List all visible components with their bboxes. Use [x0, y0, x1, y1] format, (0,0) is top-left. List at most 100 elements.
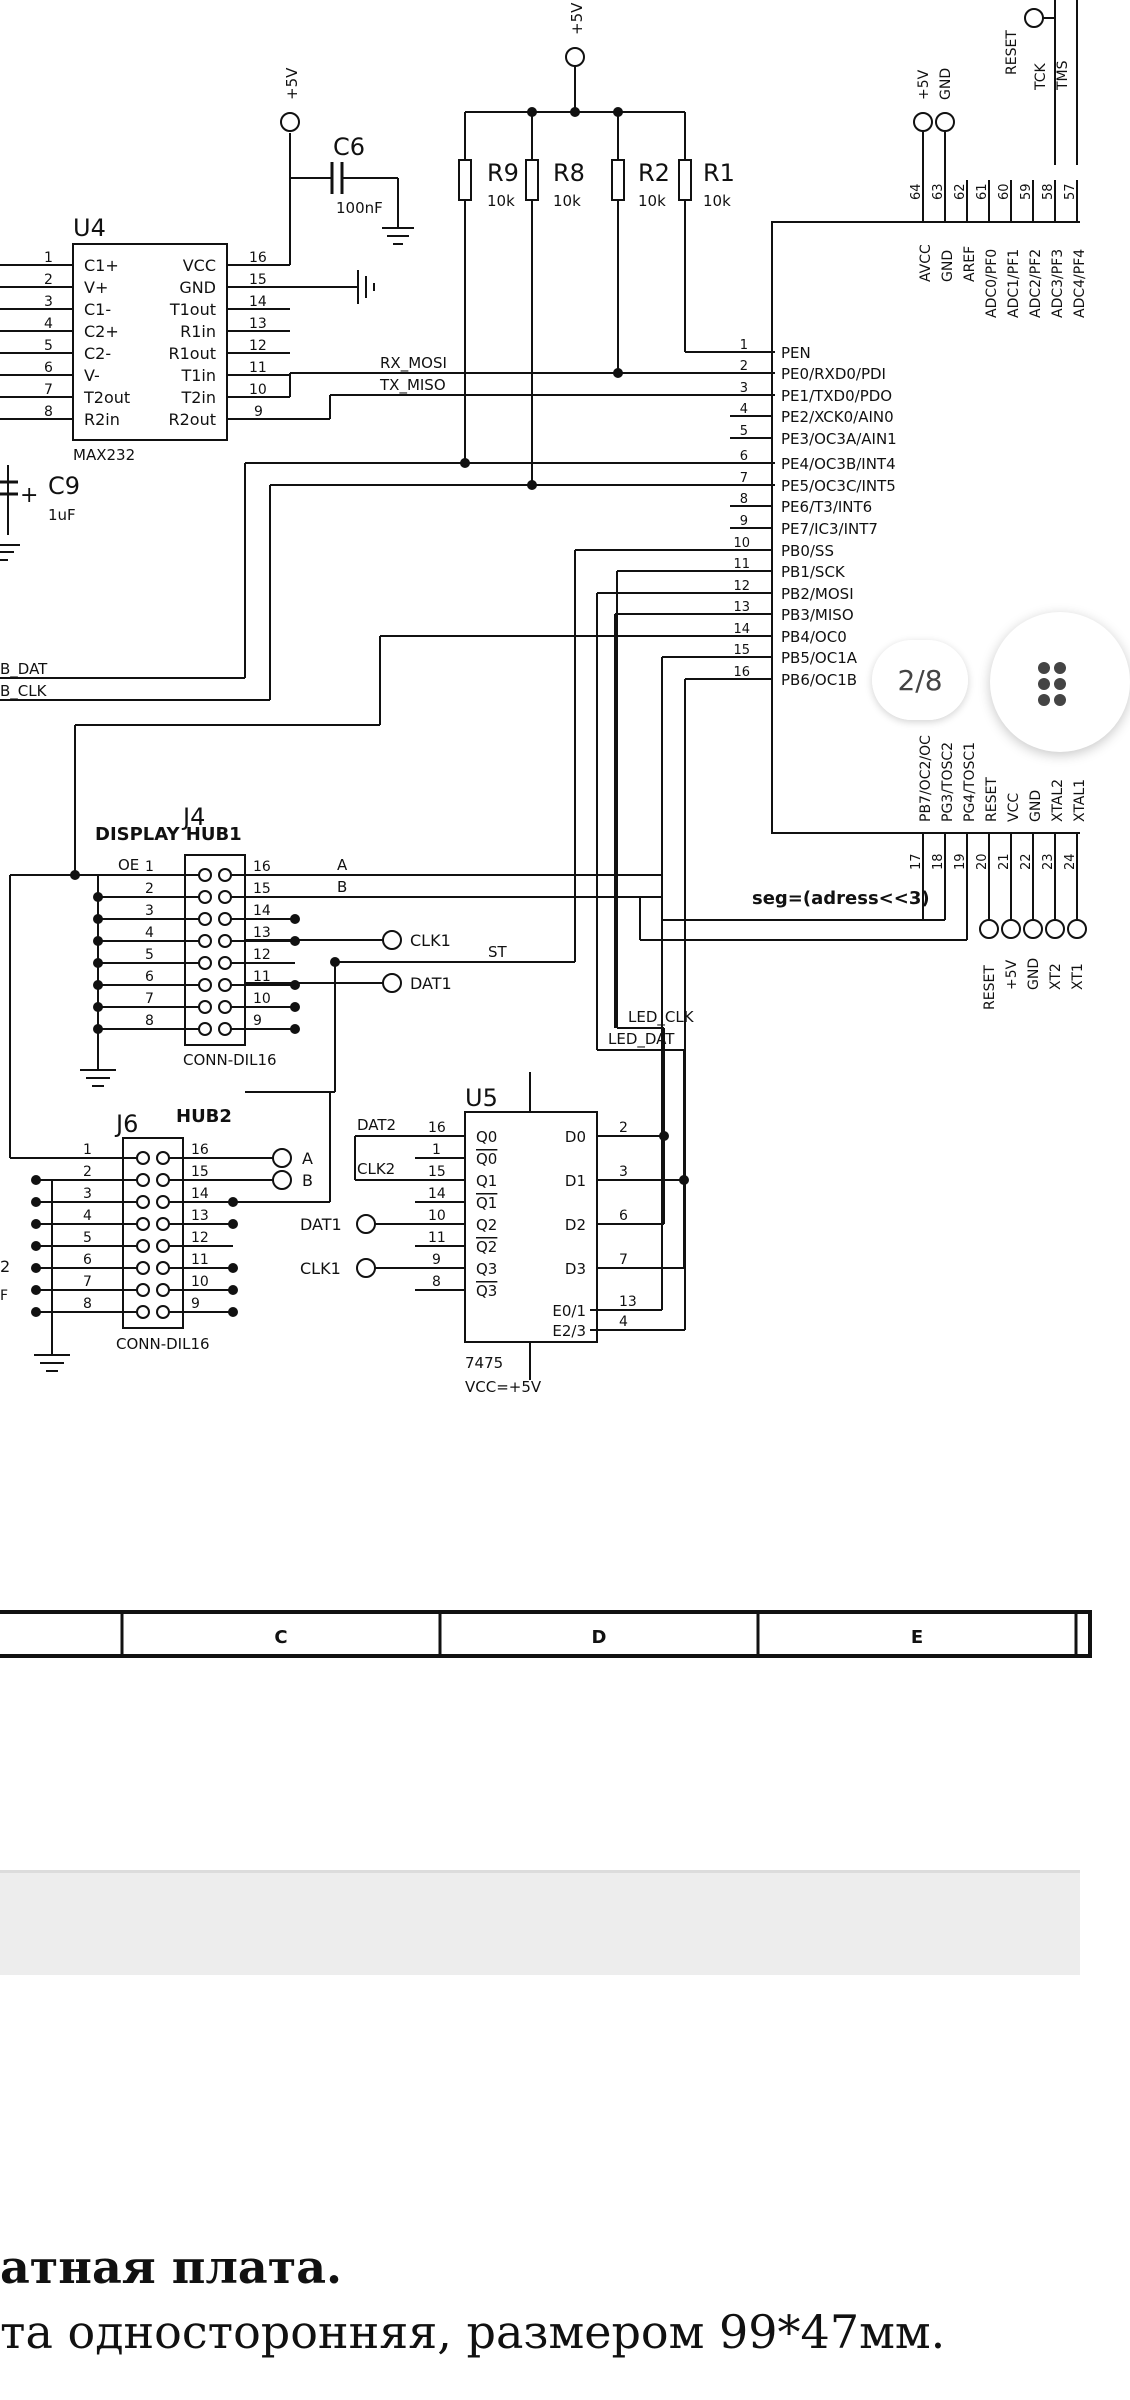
r9-ref: R9: [487, 159, 519, 187]
body-text: та односторонняя, размером 99*47мм.: [0, 2305, 946, 2359]
connector-pin-icon: [198, 1022, 212, 1036]
u4-pin-name: T2in: [180, 388, 216, 407]
u4-pin-name: R2in: [84, 410, 120, 429]
connector-pin-num: 15: [191, 1164, 209, 1180]
connector-pin-icon: [218, 1000, 232, 1014]
connector-pin-num: 9: [191, 1296, 200, 1312]
power-terminal-icon: [280, 112, 300, 132]
header-pin-icon: [935, 112, 955, 132]
mcu-pin-name: XTAL1: [1072, 779, 1088, 822]
mcu-pin-name: XTAL2: [1050, 779, 1066, 822]
u5-7475: U5 7475 VCC=+5V 16 1 15 14 10 11 9 8 Q0 …: [300, 1072, 689, 1396]
grid-dot-icon: [1038, 662, 1050, 674]
mcu-pin-name: GND: [1028, 790, 1044, 822]
connector-pin-num: 11: [253, 969, 271, 985]
mcu-header-label: +5V: [916, 69, 932, 100]
mcu-pin-name: ADC2/PF2: [1028, 249, 1044, 318]
connector-pin-icon: [218, 934, 232, 948]
u5-pin-name: E0/1: [552, 1302, 586, 1320]
mcu-pin-num: 2: [740, 359, 748, 374]
mcu-pin-name: PE4/OC3B/INT4: [781, 455, 896, 473]
mcu-pin-num: 11: [733, 557, 750, 572]
net-kb-clk: B_CLK: [0, 682, 48, 701]
r2-ref: R2: [638, 159, 670, 187]
connector-pin-icon: [136, 1151, 150, 1165]
connector-pin-num: 8: [83, 1296, 92, 1312]
clk1-terminal-icon: [356, 1258, 376, 1278]
connector-pin-icon: [198, 868, 212, 882]
page-separator: [0, 1870, 1080, 1975]
mcu-left-pins: 1 2 3 4 5 6 7 8 9 10 11 12 13 14 15 16 P…: [730, 338, 897, 689]
u4-part: MAX232: [73, 446, 135, 464]
connector-pin-num: 14: [253, 903, 271, 919]
frame-column-label: C: [274, 1627, 287, 1648]
u5-pin-name: D0: [565, 1128, 586, 1146]
net-led-dat: LED_DAT: [608, 1030, 675, 1049]
u4-pin-num: 3: [44, 294, 53, 310]
j4-title: DISPLAY HUB1: [95, 824, 242, 845]
u5-pin-num: 16: [428, 1120, 446, 1136]
j6-ref: J6: [114, 1110, 138, 1138]
apps-menu-button[interactable]: [990, 612, 1130, 752]
u4-pin-num: 10: [249, 382, 267, 398]
net-clk2: CLK2: [357, 1160, 395, 1178]
u4-pin-name: T2out: [83, 388, 130, 407]
mcu-pin-num: 18: [931, 853, 946, 870]
mcu-pin-name: PE2/XCK0/AIN0: [781, 408, 894, 426]
signal-wiring: ST LED_CLK LED_DAT OE A B seg=(adress<<3…: [9, 549, 968, 1331]
connector-pin-icon: [198, 890, 212, 904]
mcu-pin-num: 3: [740, 381, 748, 396]
u4-pin-num: 12: [249, 338, 267, 354]
u4-pin-num: 16: [249, 250, 267, 266]
mcu-pin-name: PG4/TOSC1: [962, 742, 978, 822]
dat1-terminal-icon: [382, 973, 402, 993]
mcu-pin-num: 7: [740, 471, 748, 486]
mcu-pin-num: 4: [740, 402, 748, 417]
u5-pin-name: D3: [565, 1260, 586, 1278]
net-a: A: [337, 856, 348, 874]
j4-clk-label: CLK1: [410, 931, 451, 950]
u4-pin-name: R1out: [169, 344, 217, 363]
u4-left-pins: 1 2 3 4 5 6 7 8 C1+ V+ C1- C2+ C2- V- T2…: [0, 250, 130, 429]
connector-pin-icon: [156, 1283, 170, 1297]
mcu-pin-name: ADC0/PF0: [984, 249, 1000, 318]
mcu-pin-num: 61: [975, 183, 990, 200]
j6-title: HUB2: [176, 1106, 232, 1127]
j6-part: CONN-DIL16: [116, 1335, 210, 1353]
mcu-pin-name: ADC1/PF1: [1006, 249, 1022, 318]
header-pin-icon: [1001, 919, 1021, 939]
mcu-pin-name: PE3/OC3A/AIN1: [781, 430, 897, 448]
connector-pin-icon: [198, 912, 212, 926]
connector-pin-num: 15: [253, 881, 271, 897]
mcu-top-pins: +5V GND RESET TCK TMS 64 63 62 61 60 59 …: [909, 0, 1088, 318]
u5-clk-label: CLK1: [300, 1259, 341, 1278]
mcu-pin-num: 22: [1019, 853, 1034, 870]
u5-part: 7475: [465, 1354, 503, 1372]
connector-pin-num: 3: [145, 903, 154, 919]
header-pin-icon: [979, 919, 999, 939]
connector-pin-num: 11: [191, 1252, 209, 1268]
u4-pin-name: T1out: [169, 300, 216, 319]
u4-pin-name: VCC: [183, 256, 216, 275]
connector-pin-num: 12: [191, 1230, 209, 1246]
mcu-pin-num: 21: [997, 853, 1012, 870]
connector-pin-icon: [136, 1239, 150, 1253]
u4-pin-num: 7: [44, 382, 53, 398]
connector-pin-icon: [156, 1217, 170, 1231]
connector-pin-num: 10: [253, 991, 271, 1007]
mcu-pin-num: 24: [1063, 853, 1078, 870]
mcu-pin-num: 63: [931, 183, 946, 200]
u4-pin-name: C2+: [84, 322, 119, 341]
connector-pin-num: 2: [83, 1164, 92, 1180]
connector-pin-num: 5: [145, 947, 154, 963]
mcu-pin-name: PB5/OC1A: [781, 649, 858, 667]
header-pin-icon: [913, 112, 933, 132]
u5-pin-num: 6: [619, 1208, 628, 1224]
mcu-pin-num: 20: [975, 853, 990, 870]
connector-pin-icon: [156, 1305, 170, 1319]
mcu-pin-name: PB0/SS: [781, 542, 834, 560]
r8-ref: R8: [553, 159, 585, 187]
mcu-pin-num: 64: [909, 183, 924, 200]
j6-b-label: B: [302, 1171, 313, 1190]
